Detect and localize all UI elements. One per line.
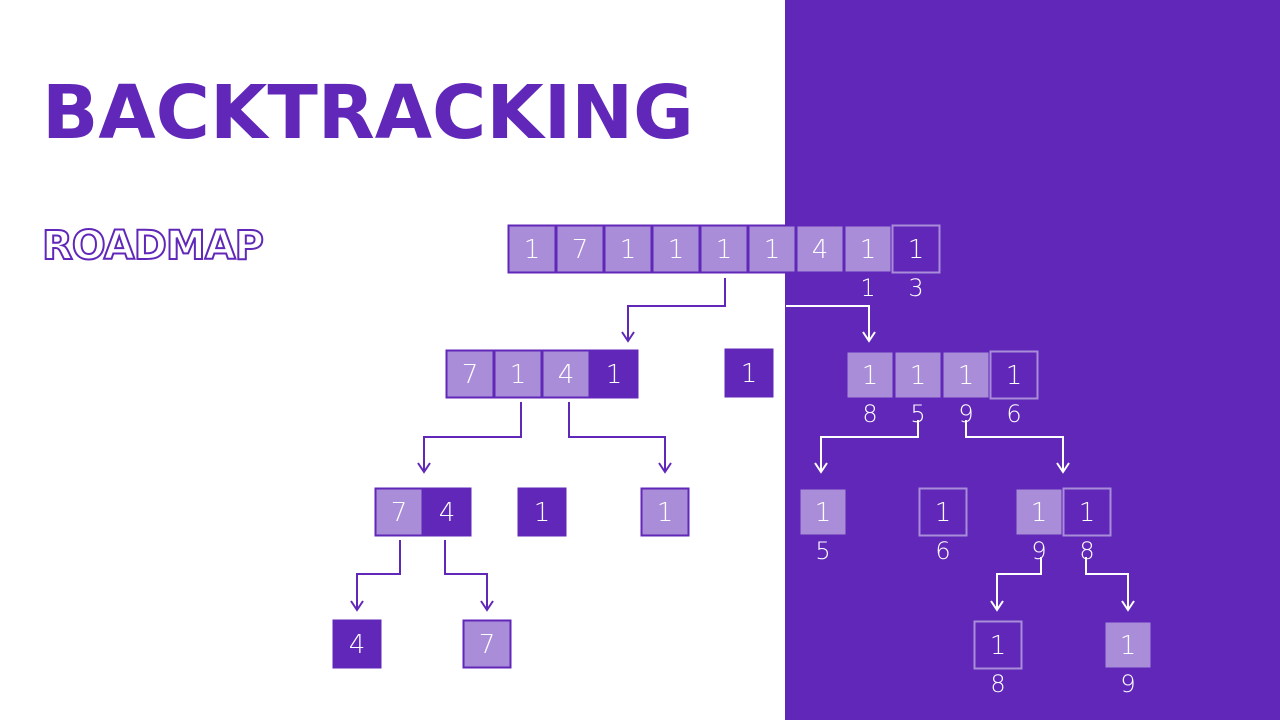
level3-left-b-array-value: 7	[479, 630, 496, 660]
level1-right-array-cell	[893, 350, 943, 400]
root-array-value-suffix: 1	[860, 274, 875, 302]
level1-left-array-cell	[445, 349, 495, 399]
level1-right-array-value: 1	[1006, 361, 1023, 391]
level1-middle-array-value: 1	[741, 359, 758, 389]
level2-middle-b-array-cell	[640, 487, 690, 537]
root-array-value: 1	[860, 235, 877, 265]
root-array-value: 4	[812, 235, 829, 265]
level2-right-a-array-value-suffix: 5	[815, 537, 830, 565]
arrow-root-to-right	[786, 305, 876, 343]
level3-left-b-array: 7	[462, 619, 512, 669]
level1-right-array-value: 1	[910, 361, 927, 391]
level2-middle-b-array: 1	[640, 487, 690, 537]
arrow-right-to-a	[814, 420, 919, 474]
level1-right-array-value-suffix: 5	[910, 400, 925, 428]
root-array-value: 1	[524, 235, 541, 265]
level1-left-array-cell	[589, 349, 639, 399]
level3-right-a-array-value: 1	[990, 631, 1007, 661]
arrow-right-to-b	[965, 420, 1070, 474]
level2-right-b-array: 16	[918, 487, 968, 565]
root-array-cell	[507, 224, 557, 274]
level2-right-a-array-cell	[798, 487, 848, 537]
level1-right-array-cell	[941, 350, 991, 400]
level3-left-b-array-cell	[462, 619, 512, 669]
level3-right-a-array-cell	[973, 620, 1023, 670]
root-array-value-suffix: 3	[908, 274, 923, 302]
level2-right-b-array-value: 1	[935, 498, 952, 528]
level1-right-array-value-suffix: 6	[1006, 400, 1021, 428]
level1-left-array-value: 4	[558, 360, 575, 390]
level2-middle-a-array-cell	[517, 487, 567, 537]
arrow-r2-to-8	[990, 557, 1042, 612]
level1-right-array-value-suffix: 8	[862, 400, 877, 428]
level1-left-array-value: 1	[606, 360, 623, 390]
level3-right-b-array-value-suffix: 9	[1120, 670, 1135, 698]
level3-left-a-array-cell	[332, 619, 382, 669]
root-array-cell	[555, 224, 605, 274]
root-array-value: 1	[764, 235, 781, 265]
level2-middle-b-array-value: 1	[657, 498, 674, 528]
root-array-value: 1	[668, 235, 685, 265]
root-array-value: 7	[572, 235, 589, 265]
level2-left-array-cell	[422, 487, 472, 537]
level2-right-a-array-value: 1	[815, 498, 832, 528]
arrow-left-to-b	[568, 402, 672, 474]
level2-right-c-array-cell	[1062, 487, 1112, 537]
level2-right-c-array-value: 1	[1079, 498, 1096, 528]
level1-left-array-value: 7	[462, 360, 479, 390]
level2-middle-a-array: 1	[517, 487, 567, 537]
root-array-cell	[699, 224, 749, 274]
level2-left-array-value: 7	[391, 498, 408, 528]
root-array: 1 7 1 1 1 1 4 1 1 1 3	[507, 224, 941, 302]
arrow-l2-to-7	[444, 540, 494, 612]
level3-left-a-array: 4	[332, 619, 382, 669]
level2-right-c-array-value-suffix: 8	[1079, 537, 1094, 565]
level1-right-array-cell	[989, 350, 1039, 400]
level3-right-a-array-value-suffix: 8	[990, 670, 1005, 698]
level2-right-a-array: 15	[798, 487, 848, 565]
level2-middle-a-array-value: 1	[534, 498, 551, 528]
level1-right-array-cell	[845, 350, 895, 400]
level1-middle-array: 1	[724, 348, 774, 398]
root-array-cell	[651, 224, 701, 274]
arrow-left-to-a	[417, 402, 522, 474]
page-title: BACKTRACKING	[42, 70, 694, 156]
level2-right-b-array-cell	[918, 487, 968, 537]
arrow-l2-to-4	[350, 540, 401, 612]
level1-right-array-value: 1	[958, 361, 975, 391]
level1-right-array-value: 1	[862, 361, 879, 391]
level1-right-array-value-suffix: 9	[958, 400, 973, 428]
arrow-root-to-left	[621, 278, 726, 343]
level2-right-c-array-value: 1	[1031, 498, 1048, 528]
root-array-value: 1	[716, 235, 733, 265]
level1-left-array-value: 1	[510, 360, 527, 390]
level1-middle-array-cell	[724, 348, 774, 398]
level3-right-b-array-value: 1	[1120, 631, 1137, 661]
level1-left-array: 7 1 4 1	[445, 349, 639, 399]
level2-right-b-array-value-suffix: 6	[935, 537, 950, 565]
level2-left-array-value: 4	[439, 498, 456, 528]
level2-right-c-array-value-suffix: 9	[1031, 537, 1046, 565]
level3-right-a-array: 18	[973, 620, 1023, 698]
root-array-value: 1	[620, 235, 637, 265]
root-array-value: 1	[908, 235, 925, 265]
arrow-r2-to-9	[1085, 557, 1135, 612]
page-subtitle: ROADMAP	[41, 223, 265, 269]
level3-right-b-array-cell	[1103, 620, 1153, 670]
root-array-cell	[891, 224, 941, 274]
root-array-cell	[843, 224, 893, 274]
level3-left-a-array-value: 4	[349, 630, 366, 660]
level3-right-b-array: 19	[1103, 620, 1153, 698]
